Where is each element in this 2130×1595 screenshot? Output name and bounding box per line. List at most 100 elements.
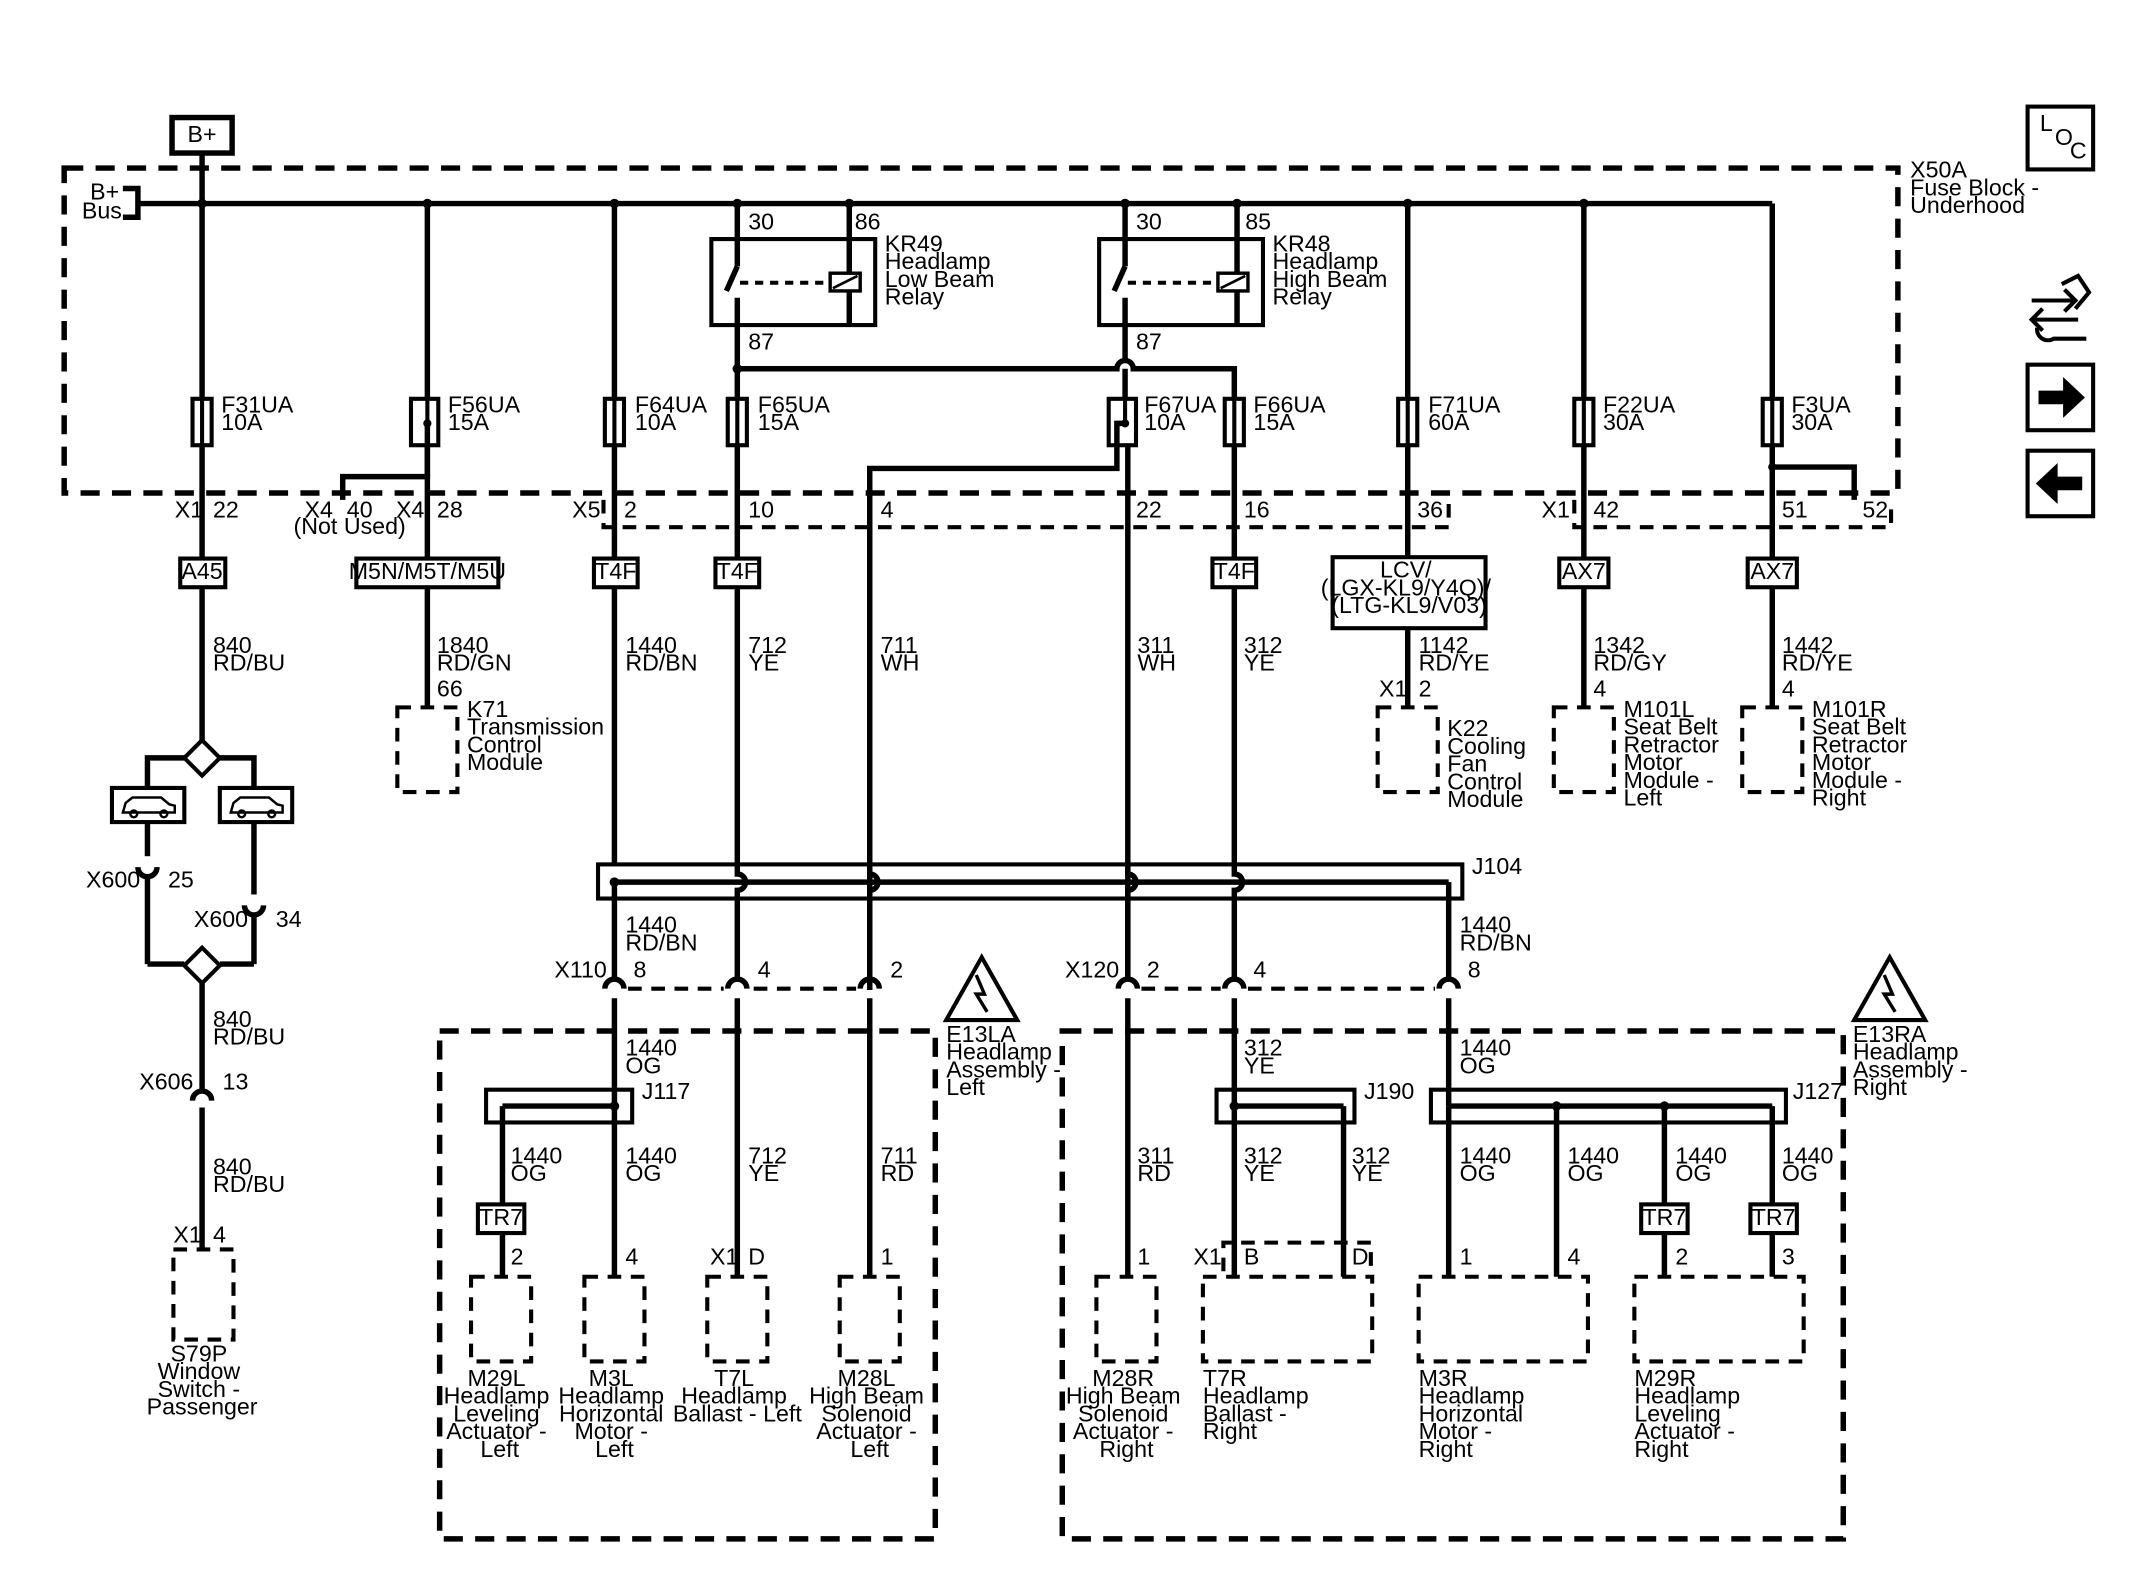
svg-text:X600: X600 — [86, 867, 140, 893]
svg-text:X606: X606 — [139, 1069, 193, 1095]
option-ax7-1: AX7 — [1557, 556, 1611, 590]
loc-icon[interactable]: L O C — [2025, 104, 2096, 172]
svg-text:34: 34 — [276, 906, 302, 932]
svg-text:T4F: T4F — [1214, 558, 1255, 584]
svg-text:T4F: T4F — [717, 558, 758, 584]
svg-text:M3R Headlamp Horiz: M3R Headlamp Horizontal Motor - Right — [1419, 1365, 1531, 1462]
svg-text:X4: X4 — [396, 497, 424, 523]
svg-text:4: 4 — [213, 1222, 226, 1248]
module-m101r: 4 M101R Seat Belt Retractor Motor Module… — [1740, 675, 1908, 811]
harness-wires — [199, 587, 1775, 865]
svg-text:87: 87 — [1136, 329, 1162, 355]
svg-text:X1: X1 — [1379, 675, 1407, 701]
svg-text:4: 4 — [758, 957, 771, 983]
option-t4f-2: T4F — [713, 556, 762, 590]
svg-text:28: 28 — [437, 497, 463, 523]
svg-text:X4: X4 — [304, 497, 332, 523]
svg-text:J104: J104 — [1472, 853, 1522, 879]
svg-text:42: 42 — [1593, 497, 1619, 523]
svg-text:X5: X5 — [572, 497, 600, 523]
svg-text:D: D — [1352, 1243, 1369, 1269]
svg-text:T7L Headlamp Balla: T7L Headlamp Ballast - Left — [673, 1365, 803, 1427]
option-lcv: LCV/ (LGX-KL9/Y4Q)/ (LTG-KL9/V03) — [1321, 555, 1498, 631]
svg-text:J127: J127 — [1793, 1078, 1843, 1104]
svg-text:4: 4 — [881, 497, 894, 523]
svg-text:TR7: TR7 — [1642, 1204, 1686, 1230]
option-t4f-3: T4F — [1210, 556, 1259, 590]
svg-text:1: 1 — [1460, 1243, 1473, 1269]
svg-text:3: 3 — [1782, 1243, 1795, 1269]
left-components: 2 M29L Headlamp Leveling Actuator - Left… — [444, 1243, 924, 1462]
svg-text:2: 2 — [1419, 675, 1432, 701]
assembly-left-label: E13LA Headlamp Assembly - Left — [946, 1021, 1067, 1100]
svg-text:25: 25 — [168, 867, 194, 893]
svg-text:2: 2 — [511, 1243, 524, 1269]
svg-text:X600: X600 — [194, 906, 248, 932]
module-m101l: 4 M101L Seat Belt Retractor Motor Module… — [1551, 675, 1725, 811]
svg-text:X110: X110 — [554, 957, 606, 983]
svg-text:2: 2 — [624, 497, 637, 523]
connector-end-view-icon[interactable] — [2028, 273, 2092, 343]
svg-text:1: 1 — [1137, 1243, 1150, 1269]
svg-text:A45: A45 — [181, 558, 222, 584]
svg-text:86: 86 — [855, 209, 881, 235]
svg-text:M29R Headlamp Leve: M29R Headlamp Leveling Actuator - Right — [1634, 1365, 1746, 1462]
svg-text:T7R Headlamp Balla: T7R Headlamp Ballast - Right — [1203, 1365, 1315, 1444]
svg-text:30: 30 — [748, 209, 774, 235]
svg-text:1: 1 — [881, 1243, 894, 1269]
option-a45: A45 — [178, 556, 228, 590]
svg-text:40: 40 — [347, 497, 373, 523]
svg-text:X1: X1 — [175, 497, 203, 523]
connector-x120: X120 2 4 8 — [1065, 957, 1481, 991]
svg-text:S79P Window Switch: S79P Window Switch - Passenger — [147, 1340, 258, 1419]
relay-kr48: 30 85 87 KR48 Headlamp High Beam Relay — [1097, 203, 1387, 361]
svg-text:22: 22 — [213, 497, 239, 523]
previous-page-arrow-icon[interactable] — [2025, 448, 2096, 519]
svg-text:L: L — [2040, 110, 2053, 136]
svg-text:52: 52 — [1862, 497, 1888, 523]
svg-text:8: 8 — [1468, 957, 1481, 983]
svg-text:X120: X120 — [1065, 957, 1119, 983]
svg-text:66: 66 — [437, 675, 463, 701]
svg-text:M101L Seat Belt Re: M101L Seat Belt Retractor Motor Module -… — [1623, 696, 1725, 811]
svg-text:M29L Headlamp Leve: M29L Headlamp Leveling Actuator - Left — [444, 1365, 556, 1462]
splice-j104: J104 — [595, 853, 1522, 901]
svg-text:C: C — [2070, 138, 2087, 164]
svg-text:8: 8 — [634, 957, 647, 983]
svg-text:LCV/ (LGX-KL9/Y4Q)/: LCV/ (LGX-KL9/Y4Q)/ (LTG-KL9/V03) — [1321, 557, 1498, 619]
svg-text:T4F: T4F — [595, 558, 636, 584]
svg-text:2: 2 — [890, 957, 903, 983]
svg-text:M3L Headlamp Horiz: M3L Headlamp Horizontal Motor - Left — [558, 1365, 670, 1462]
next-page-arrow-icon[interactable] — [2025, 362, 2096, 433]
svg-text:51: 51 — [1782, 497, 1808, 523]
